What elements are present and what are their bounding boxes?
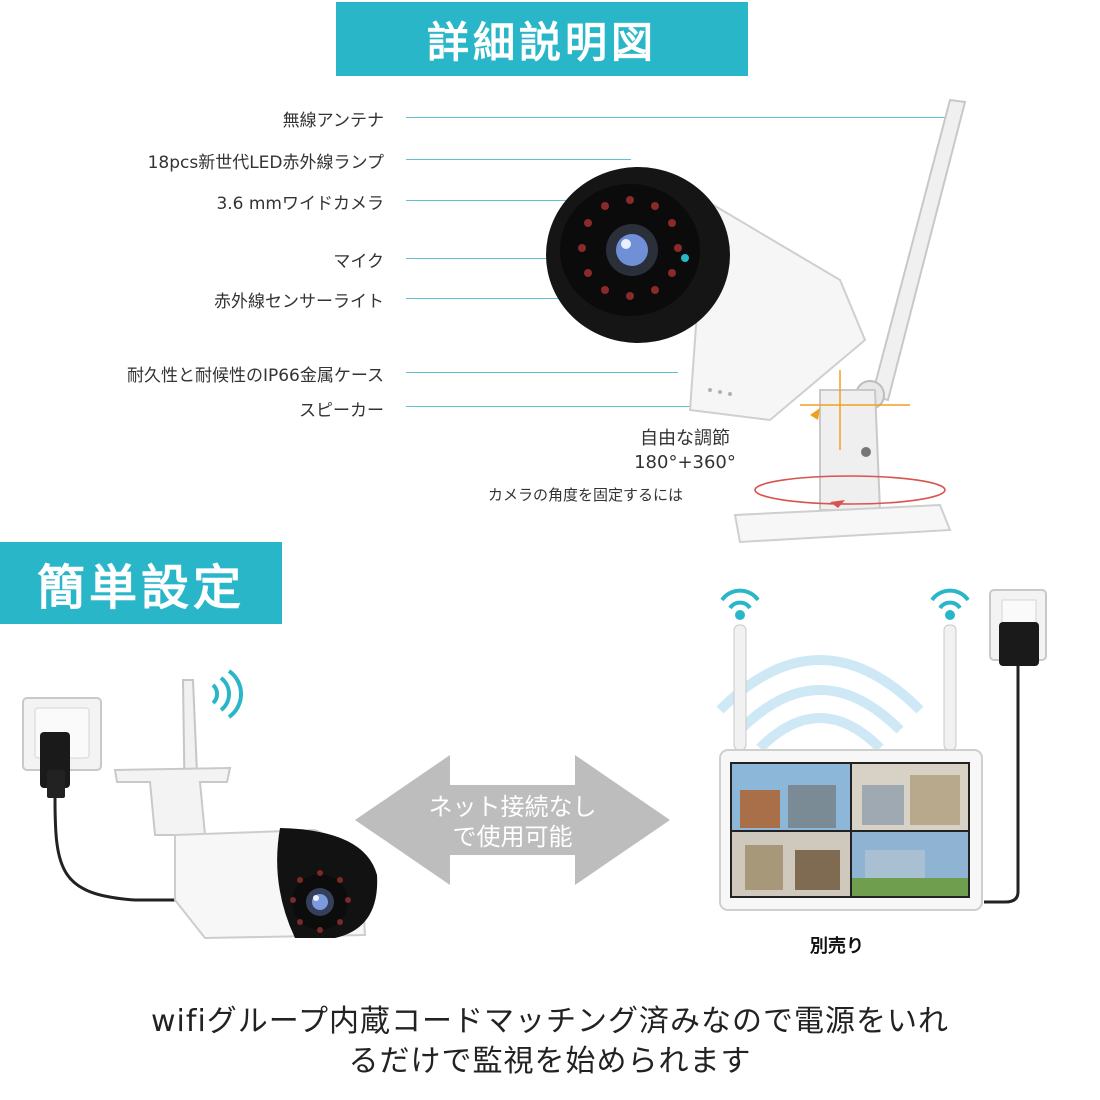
section-title-details: 詳細説明図: [336, 2, 748, 76]
feature-label-speaker: スピーカー: [299, 401, 384, 421]
setup-camera-illustration: [22, 669, 378, 940]
callout-line-ir-sensor: [406, 298, 606, 299]
caption-line-2: るだけで監視を始められます: [348, 1044, 752, 1079]
callout-line-microphone: [406, 258, 686, 259]
callout-line-antenna: [406, 117, 946, 118]
feature-label-ir-sensor: 赤外線センサーライト: [214, 292, 384, 312]
feature-label-antenna: 無線アンテナ: [282, 111, 384, 131]
callout-line-speaker: [406, 406, 706, 407]
adjust-title: 自由な調節: [640, 428, 730, 449]
double-arrow-icon: [355, 755, 670, 885]
feature-label-microphone: マイク: [333, 252, 384, 272]
adjust-angles: 180°+360°: [634, 452, 736, 473]
camera-detail-illustration: [546, 98, 967, 544]
caption-line-1: wifiグループ内蔵コードマッチング済みなので電源をいれ: [151, 1004, 949, 1039]
arrow-label-line2: で使用可能: [452, 823, 573, 851]
wifi-icon-monitor-right: [930, 588, 970, 620]
monitor-illustration: [716, 588, 1047, 911]
feature-label-ir-led: 18pcs新世代LED赤外線ランプ: [147, 153, 384, 173]
adjust-note: カメラの角度を固定するには: [488, 486, 684, 504]
wifi-icon-monitor-left: [720, 588, 760, 620]
wifi-icon-camera: [211, 669, 243, 719]
callout-line-camera-lens: [406, 200, 616, 201]
section-title-easy-setup: 簡単設定: [0, 542, 282, 624]
callout-line-ir-led: [406, 159, 631, 160]
callout-line-metal-case: [406, 372, 678, 373]
arrow-label-line1: ネット接続なし: [428, 793, 597, 821]
arrow-label: ネット接続なし で使用可能: [395, 792, 630, 852]
feature-label-camera-lens: 3.6 mmワイドカメラ: [216, 194, 384, 214]
feature-label-metal-case: 耐久性と耐候性のIP66金属ケース: [126, 366, 384, 386]
sold-separately-label: 別売り: [810, 936, 864, 957]
